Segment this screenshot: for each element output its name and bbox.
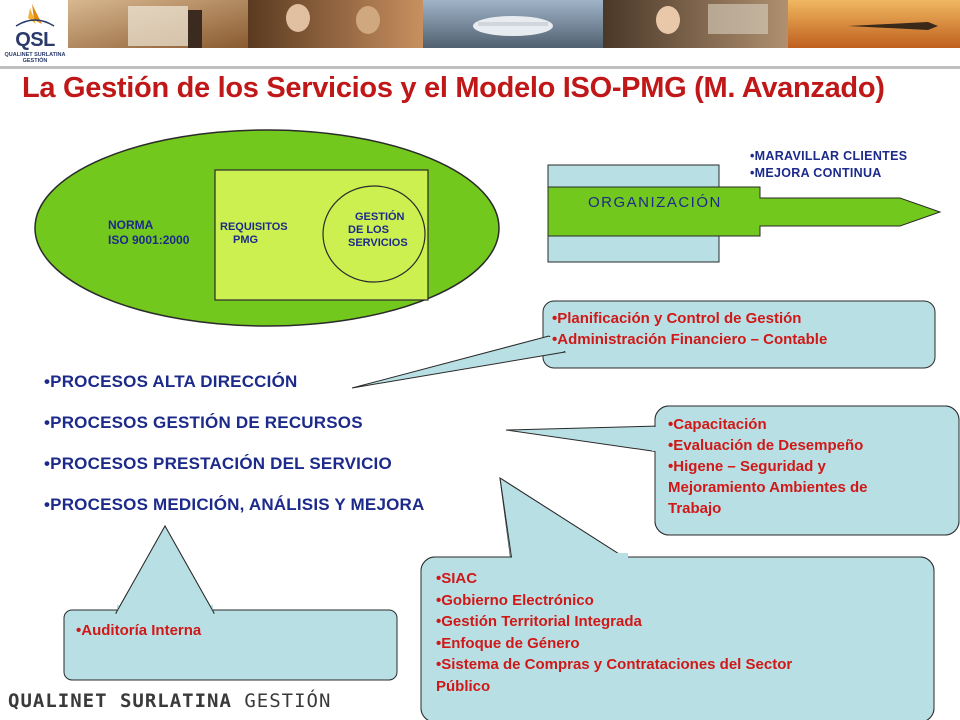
callout-line: Mejoramiento Ambientes de xyxy=(668,479,868,496)
page-title: La Gestión de los Servicios y el Modelo … xyxy=(22,72,885,104)
callout-line: •Evaluación de Desempeño xyxy=(668,437,864,454)
logo-text: QSL xyxy=(15,29,55,51)
callout-line: •Administración Financiero – Contable xyxy=(552,331,828,348)
process-list: •PROCESOS ALTA DIRECCIÓN •PROCESOS GESTI… xyxy=(44,372,425,536)
callout-line: Trabajo xyxy=(668,500,722,517)
header-photos xyxy=(68,0,960,48)
callout-line: •Higene – Seguridad y xyxy=(668,458,826,475)
title-separator xyxy=(0,66,960,69)
callout-line: •Sistema de Compras y Contrataciones del… xyxy=(436,656,793,673)
callout-alta-direccion xyxy=(351,300,936,389)
footer-brand-bold: QUALINET SURLATINA xyxy=(8,690,232,712)
callout-line: •Gobierno Electrónico xyxy=(436,591,594,609)
org-bullet: •MARAVILLAR CLIENTES xyxy=(750,149,908,163)
requisitos-label: REQUISITOS PMG xyxy=(220,221,288,247)
callout-line: Público xyxy=(436,677,491,695)
callout-alta-direccion-text: •Planificación y Control de Gestión •Adm… xyxy=(552,308,827,350)
norma-line-2: ISO 9001:2000 xyxy=(108,233,190,247)
process-alta-direccion: •PROCESOS ALTA DIRECCIÓN xyxy=(44,372,298,391)
callout-medicion xyxy=(63,524,398,681)
callout-servicio-text: •SIAC •Gobierno Electrónico •Gestión Ter… xyxy=(436,568,792,697)
callout-line: •Auditoría Interna xyxy=(76,622,202,639)
qsl-logo xyxy=(15,4,55,27)
callout-recursos-text: •Capacitación •Evaluación de Desempeño •… xyxy=(668,414,867,519)
gestion-label: GESTIÓN DE LOS SERVICIOS xyxy=(348,211,408,250)
organizacion-bullets: •MARAVILLAR CLIENTES •MEJORA CONTINUA xyxy=(750,148,907,182)
gestion-line-2: DE LOS xyxy=(348,224,389,236)
callout-line: •SIAC xyxy=(436,570,478,587)
process-prestacion-servicio: •PROCESOS PRESTACIÓN DEL SERVICIO xyxy=(44,454,392,473)
gestion-line-1: GESTIÓN xyxy=(355,211,405,223)
process-medicion: •PROCESOS MEDICIÓN, ANÁLISIS Y MEJORA xyxy=(44,495,425,514)
gestion-circle xyxy=(322,185,426,283)
requisitos-line-2: PMG xyxy=(233,234,259,246)
callout-line: •Capacitación xyxy=(668,416,767,433)
process-gestion-recursos: •PROCESOS GESTIÓN DE RECURSOS xyxy=(44,413,363,432)
header-photo-strip xyxy=(68,0,960,48)
gestion-line-3: SERVICIOS xyxy=(348,237,408,249)
logo-subtitle: QUALINET SURLATINA GESTIÓN xyxy=(4,52,66,64)
callout-line: •Enfoque de Género xyxy=(436,634,580,652)
norma-label: NORMA ISO 9001:2000 xyxy=(108,218,189,248)
callout-line: •Gestión Territorial Integrada xyxy=(436,613,642,630)
callout-line: •Planificación y Control de Gestión xyxy=(552,310,802,327)
callout-medicion-text: •Auditoría Interna xyxy=(76,620,201,641)
photo-meeting xyxy=(248,0,423,48)
organizacion-arrow-icon xyxy=(547,186,942,237)
requisitos-line-1: REQUISITOS xyxy=(220,221,288,233)
org-bullet: •MEJORA CONTINUA xyxy=(750,166,882,180)
logo-flame-icon xyxy=(32,4,42,24)
footer-brand-light: GESTIÓN xyxy=(231,690,332,712)
organizacion-label: ORGANIZACIÓN xyxy=(588,194,722,211)
footer-brand: QUALINET SURLATINA GESTIÓN xyxy=(8,690,331,713)
norma-line-1: NORMA xyxy=(108,218,154,232)
